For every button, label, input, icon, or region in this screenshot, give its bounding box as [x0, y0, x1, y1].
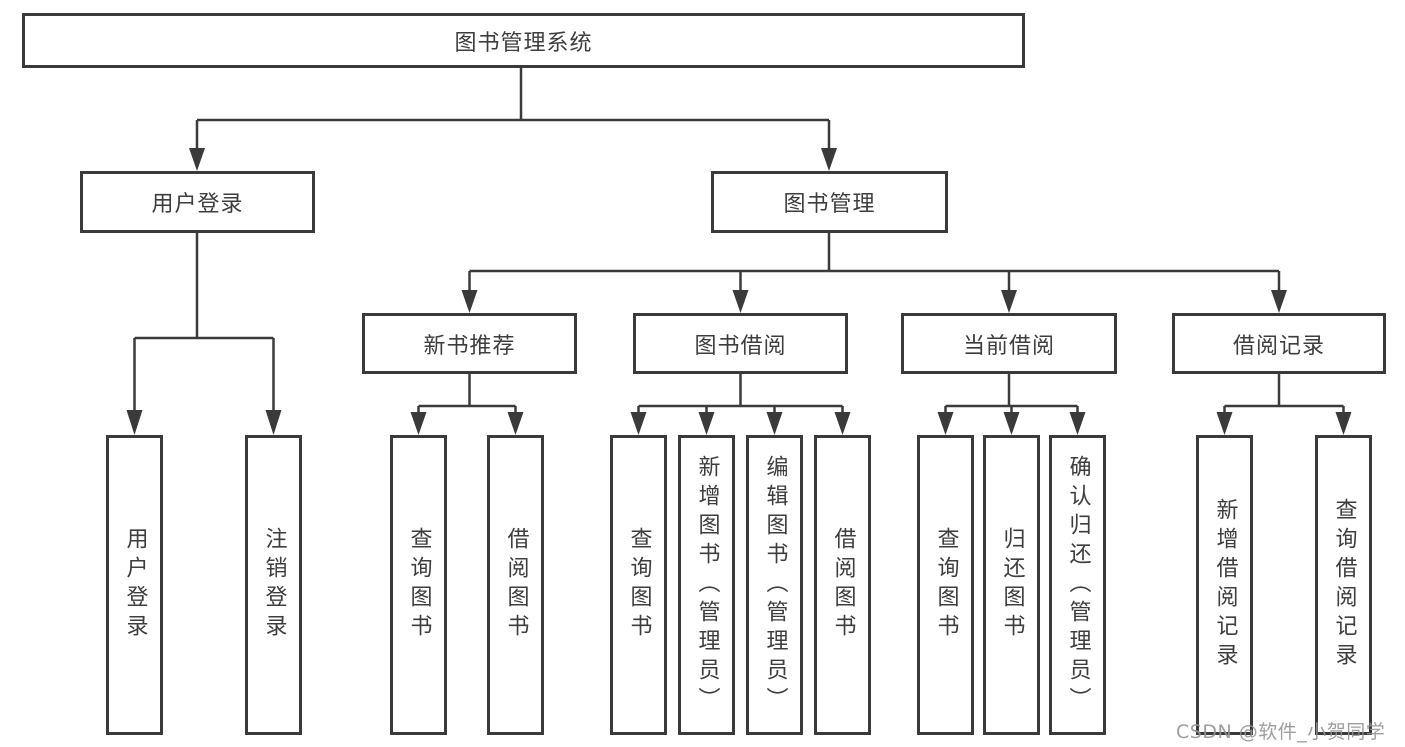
leaf-current-query-books: 查询图书 — [917, 435, 974, 735]
leaf-records-add-record: 新增借阅记录 — [1196, 435, 1253, 735]
leaf-borrow-query-books: 查询图书 — [610, 435, 667, 735]
node-borrow-records: 借阅记录 — [1172, 313, 1386, 374]
leaf-user-login: 用户登录 — [106, 435, 163, 735]
node-book-borrow: 图书借阅 — [633, 313, 848, 374]
node-current-borrow: 当前借阅 — [901, 313, 1117, 374]
csdn-watermark: CSDN @软件_小贺同学 — [1176, 721, 1386, 743]
leaf-current-confirm-return-admin: 确认归还（管理员） — [1049, 435, 1106, 735]
leaf-newbook-borrow-books: 借阅图书 — [487, 435, 544, 735]
node-library-management-system: 图书管理系统 — [22, 13, 1025, 68]
leaf-borrow-edit-books-admin: 编辑图书（管理员） — [746, 435, 803, 735]
arrowheads — [126, 148, 1352, 435]
node-new-book-recommend: 新书推荐 — [362, 313, 577, 374]
leaf-borrow-add-books-admin: 新增图书（管理员） — [678, 435, 735, 735]
leaf-borrow-borrow-books: 借阅图书 — [814, 435, 871, 735]
node-user-login: 用户登录 — [80, 171, 315, 233]
leaf-records-query-record: 查询借阅记录 — [1315, 435, 1372, 735]
node-book-management: 图书管理 — [711, 171, 948, 233]
leaf-logout: 注销登录 — [245, 435, 302, 735]
leaf-newbook-query-books: 查询图书 — [390, 435, 447, 735]
leaf-current-return-books: 归还图书 — [983, 435, 1040, 735]
